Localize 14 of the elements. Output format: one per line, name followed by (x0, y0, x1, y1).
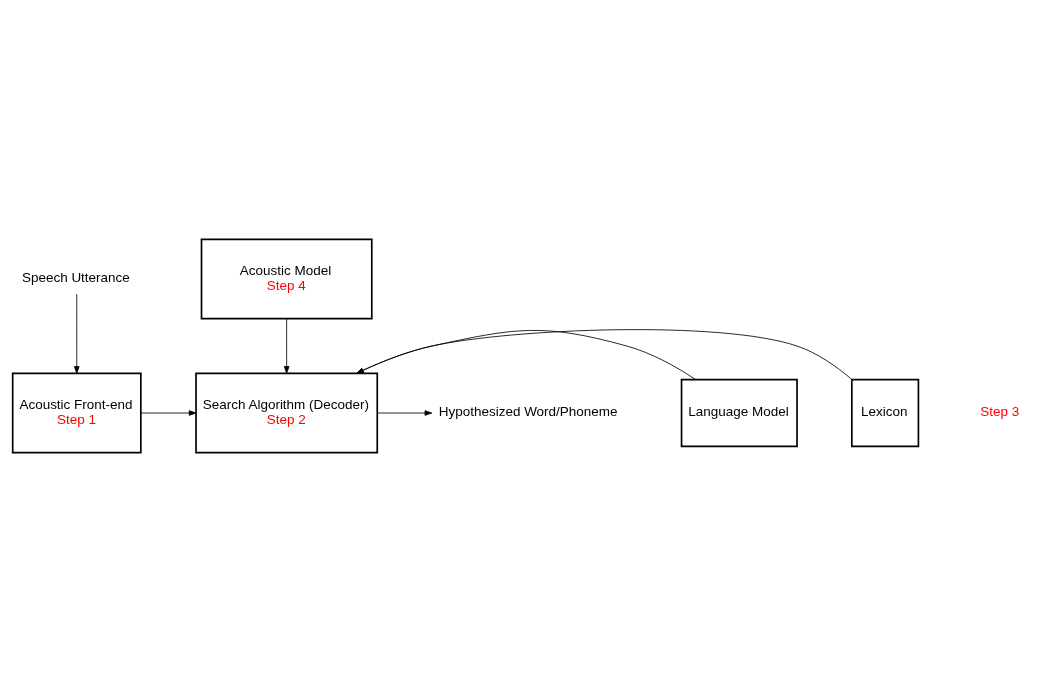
arrow (140, 410, 197, 416)
arrow (356, 330, 697, 381)
arrow (356, 329, 853, 380)
node-box: Lexicon (850, 378, 920, 448)
arrow (377, 410, 433, 416)
arrow (74, 293, 80, 374)
label: Step 3 (980, 404, 1020, 420)
node-box: Search Algorithm (Decoder) Step 2 (195, 372, 379, 454)
node-text: Hypothesized Word/Phoneme (438, 404, 618, 420)
node-box: Acoustic Model Step 4 (200, 238, 373, 320)
arrow (283, 318, 290, 374)
node-box: Acoustic Front-end Step 1 (11, 372, 142, 454)
node-text: Speech Utterance (21, 270, 130, 286)
node-box: Language Model (680, 378, 798, 448)
